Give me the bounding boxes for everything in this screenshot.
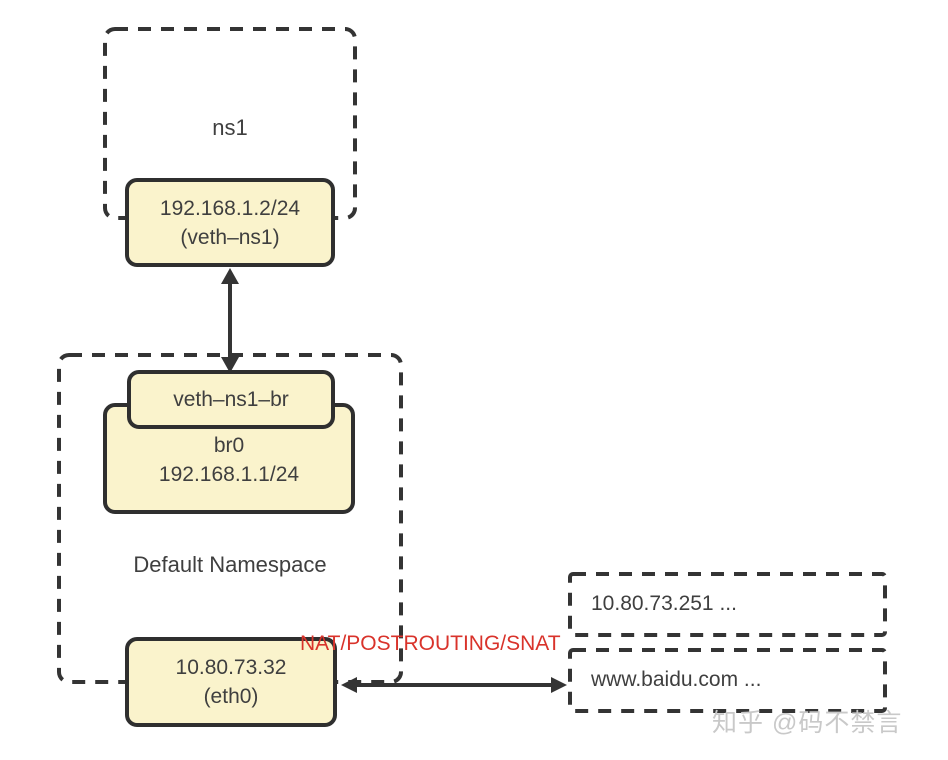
eth0-node: 10.80.73.32 (eth0) [125, 637, 337, 727]
veth-ns1-br-node: veth–ns1–br [127, 370, 335, 429]
veth-ns1-node: 192.168.1.2/24 (veth–ns1) [125, 178, 335, 267]
eth0-iface: (eth0) [203, 685, 259, 708]
external-gateway-dashed-box [568, 572, 887, 637]
br0-ip: 192.168.1.1/24 [158, 463, 300, 486]
nat-postrouting-snat-label: NAT/POSTROUTING/SNAT [300, 632, 561, 655]
eth0-ip: 10.80.73.32 [175, 656, 287, 679]
veth-ns1-iface: (veth–ns1) [180, 225, 280, 249]
veth-pair-arrow [221, 268, 239, 373]
zhihu-watermark: 知乎 @码不禁言 [712, 709, 903, 737]
br0-name: br0 [213, 434, 245, 457]
ns1-namespace-label: ns1 [212, 115, 248, 140]
external-website-dashed-box [568, 648, 887, 713]
ns1-namespace-dashed-box [103, 27, 357, 220]
default-namespace-label: Default Namespace [133, 552, 327, 577]
external-website-address: www.baidu.com ... [591, 668, 762, 691]
veth-ns1-br-iface: veth–ns1–br [173, 388, 289, 411]
external-gateway-address: 10.80.73.251 ... [591, 592, 737, 615]
nat-traffic-arrow [341, 677, 567, 693]
veth-ns1-ip: 192.168.1.2/24 [159, 196, 301, 220]
